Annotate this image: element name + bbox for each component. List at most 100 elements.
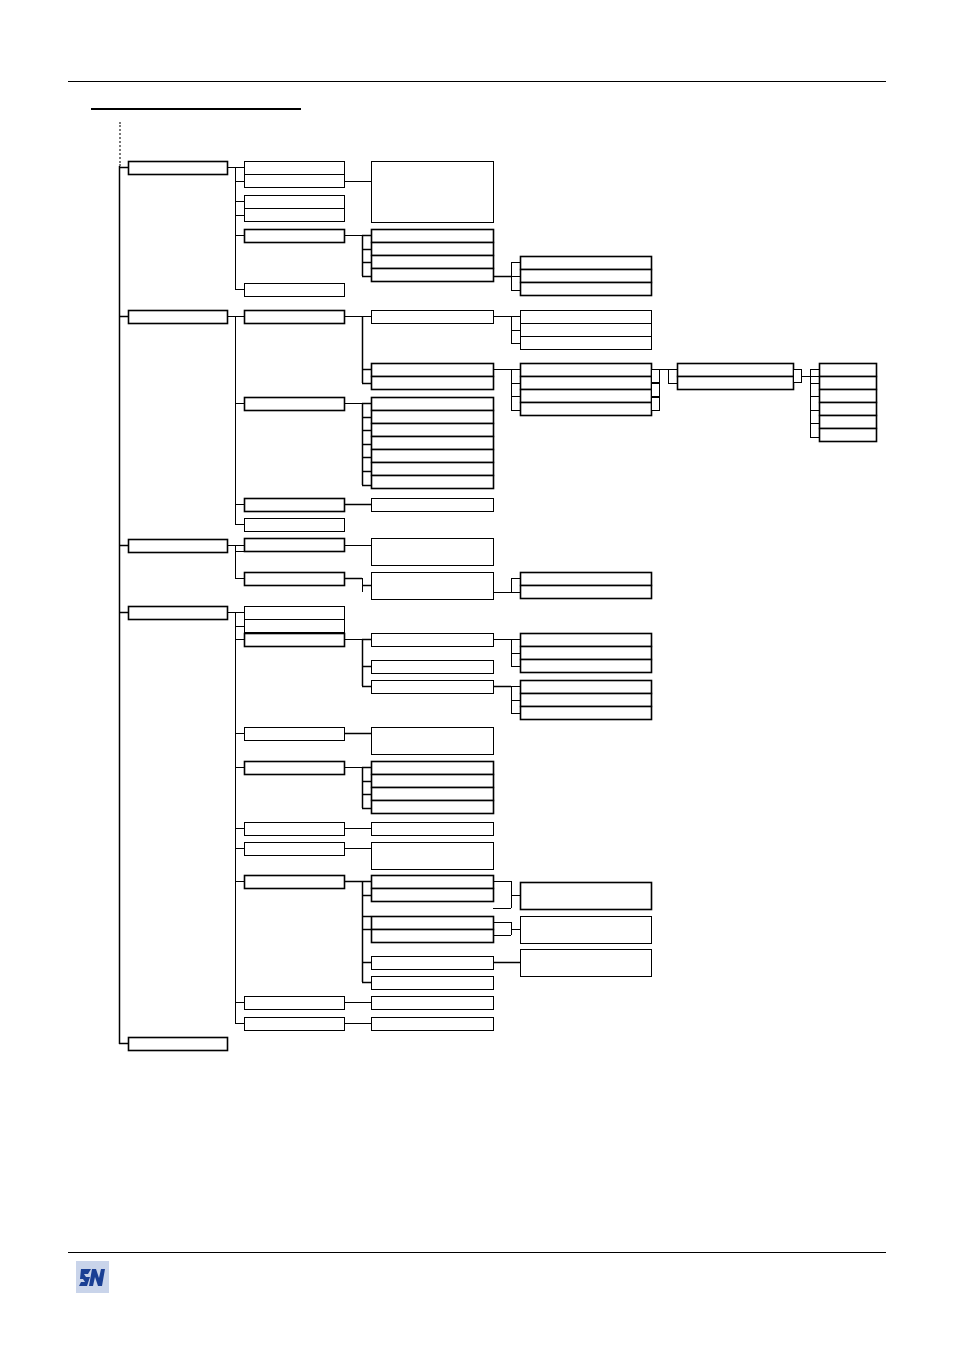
menu-node [371,310,494,324]
menu-node [818,362,878,378]
menu-node [371,996,494,1010]
menu-node [370,928,495,944]
menu-node [370,786,495,802]
menu-node [371,842,494,870]
menu-node [244,208,345,222]
menu-node [244,619,345,633]
menu-node [793,369,802,383]
menu-node [818,375,878,391]
menu-node [651,383,660,397]
menu-node [371,822,494,836]
menu-node [370,228,495,244]
menu-node [520,916,652,944]
menu-node [370,887,495,903]
menu-node [520,310,652,324]
menu-node [244,996,345,1010]
menu-node [519,571,653,587]
menu-node [818,401,878,417]
menu-node [127,309,229,325]
menu-node [519,692,653,708]
menu-node [370,760,495,776]
menu-node [371,161,494,223]
menu-node [370,915,495,931]
menu-node [519,632,653,648]
menu-node [371,538,494,566]
menu-node [371,498,494,512]
menu-node [243,760,346,776]
menu-node [818,388,878,404]
menu-node [370,799,495,815]
menu-node [370,422,495,438]
menu-node [676,375,795,391]
menu-node [520,323,652,337]
menu-node [520,949,652,977]
menu-node [244,195,345,209]
menu-node [244,283,345,297]
menu-node [243,396,346,412]
menu-node [127,605,229,621]
menu-node [370,396,495,412]
menu-node [244,174,345,188]
menu-node [370,267,495,283]
footer-rule [68,1252,886,1253]
section-title-underline [91,108,301,110]
menu-node [370,375,495,391]
menu-node [651,397,660,411]
menu-node [244,606,345,620]
menu-node [818,414,878,430]
menu-node [371,976,494,990]
menu-node [127,160,229,176]
menu-node [127,1036,229,1052]
menu-node [370,409,495,425]
menu-node [243,497,346,513]
menu-node [127,538,229,554]
menu-node [519,388,653,404]
menu-node [371,1017,494,1031]
menu-node [370,874,495,890]
menu-node [519,705,653,721]
menu-node [519,362,653,378]
header-rule [68,81,886,82]
menu-node [370,448,495,464]
menu-node [520,336,652,350]
menu-node [244,822,345,836]
menu-node [651,369,660,383]
menu-node [519,881,653,911]
menu-node [370,461,495,477]
menu-node [371,680,494,694]
menu-node [371,956,494,970]
menu-node [519,584,653,600]
menu-node [243,309,346,325]
menu-node [244,518,345,532]
menu-node [370,474,495,490]
menu-node [244,161,345,175]
menu-node [243,632,346,648]
menu-node [370,435,495,451]
menu-node [243,537,346,553]
menu-node [244,1017,345,1031]
company-logo-icon [76,1261,109,1293]
menu-node [244,727,345,741]
menu-node [371,727,494,755]
menu-node [370,241,495,257]
menu-node [371,633,494,647]
root-connector [119,122,121,166]
menu-node [676,362,795,378]
menu-node [370,362,495,378]
menu-node [818,427,878,443]
menu-node [519,268,653,284]
menu-node [519,645,653,661]
menu-node [519,679,653,695]
menu-node [519,281,653,297]
menu-node [519,401,653,417]
menu-node [519,658,653,674]
menu-node [243,228,346,244]
menu-node [519,255,653,271]
menu-node [370,254,495,270]
menu-node [519,375,653,391]
menu-node [244,842,345,856]
menu-node [243,874,346,890]
menu-node [243,571,346,587]
